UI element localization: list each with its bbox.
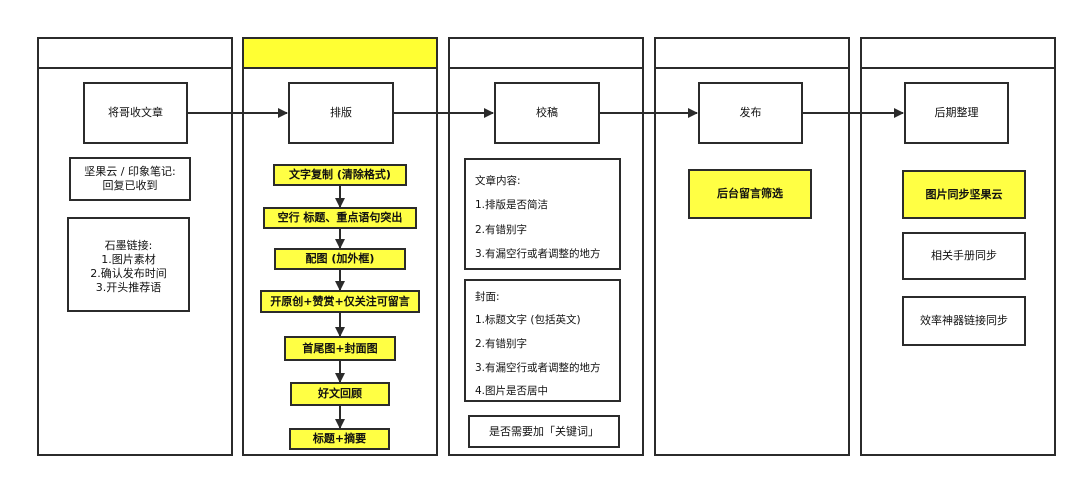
proofread-keyword-label: 是否需要加「关键词」 bbox=[489, 424, 599, 438]
layout-step-6-label: 好文回顾 bbox=[318, 387, 362, 400]
lane-post-header bbox=[862, 39, 1054, 69]
layout-step-5-label: 首尾图+封面图 bbox=[302, 341, 378, 355]
layout-step-2: 空行 标题、重点语句突出 bbox=[263, 207, 417, 229]
publish-main-box: 发布 bbox=[698, 82, 803, 144]
layout-step-4: 开原创+赞赏+仅关注可留言 bbox=[260, 290, 420, 313]
layout-main-label: 排版 bbox=[330, 106, 352, 119]
layout-step-3-label: 配图 (加外框) bbox=[305, 252, 375, 265]
post-item-2-label: 相关手册同步 bbox=[931, 249, 997, 262]
layout-step-4-label: 开原创+赞赏+仅关注可留言 bbox=[270, 294, 410, 308]
proofread-cover-item-4: 4.图片是否居中 bbox=[475, 385, 549, 397]
proofread-keyword-box: 是否需要加「关键词」 bbox=[468, 415, 620, 448]
proofread-cover-title: 封面: bbox=[475, 291, 500, 303]
collect-links-item-1: 1.图片素材 bbox=[101, 253, 156, 266]
publish-filter-label: 后台留言筛选 bbox=[717, 187, 783, 200]
proofread-cover-item-2: 2.有错别字 bbox=[475, 338, 528, 350]
collect-links-box: 石墨链接: 1.图片素材 2.确认发布时间 3.开头推荐语 bbox=[67, 217, 190, 312]
proofread-cover-item-3: 3.有漏空行或者调整的地方 bbox=[475, 362, 601, 374]
collect-links-item-2: 2.确认发布时间 bbox=[90, 267, 167, 280]
post-item-3: 效率神器链接同步 bbox=[902, 296, 1026, 346]
publish-main-label: 发布 bbox=[739, 106, 762, 119]
lane-publish-header bbox=[656, 39, 848, 69]
layout-step-6: 好文回顾 bbox=[290, 382, 390, 406]
proofread-content-item-2: 2.有错别字 bbox=[475, 224, 528, 236]
proofread-content-title: 文章内容: bbox=[475, 175, 521, 187]
proofread-cover-item-1: 1.标题文字 (包括英文) bbox=[475, 314, 581, 326]
lane-proofread-header bbox=[450, 39, 642, 69]
layout-step-2-label: 空行 标题、重点语句突出 bbox=[277, 211, 403, 224]
layout-step-1: 文字复制 (清除格式) bbox=[273, 164, 407, 186]
post-item-3-label: 效率神器链接同步 bbox=[920, 314, 1008, 327]
collect-main-box: 将哥收文章 bbox=[83, 82, 188, 144]
layout-step-7-label: 标题+摘要 bbox=[312, 432, 367, 445]
collect-note-box: 坚果云 / 印象笔记: 回复已收到 bbox=[69, 157, 191, 201]
collect-main-label: 将哥收文章 bbox=[108, 106, 163, 119]
collect-note-line-1: 坚果云 / 印象笔记: bbox=[84, 165, 176, 178]
layout-step-5: 首尾图+封面图 bbox=[284, 336, 396, 361]
proofread-content-box: 文章内容: 1.排版是否简洁 2.有错别字 3.有漏空行或者调整的地方 bbox=[464, 158, 621, 270]
proofread-content-item-1: 1.排版是否简洁 bbox=[475, 199, 549, 211]
publish-filter-box: 后台留言筛选 bbox=[688, 169, 812, 219]
layout-step-7: 标题+摘要 bbox=[289, 428, 390, 450]
post-item-2: 相关手册同步 bbox=[902, 232, 1026, 280]
proofread-cover-box: 封面: 1.标题文字 (包括英文) 2.有错别字 3.有漏空行或者调整的地方 4… bbox=[464, 279, 621, 402]
layout-step-1-label: 文字复制 (清除格式) bbox=[289, 168, 391, 181]
post-main-label: 后期整理 bbox=[934, 106, 979, 119]
layout-main-box: 排版 bbox=[288, 82, 394, 144]
lane-collect-header bbox=[39, 39, 231, 69]
proofread-main-box: 校稿 bbox=[494, 82, 600, 144]
post-item-1-label: 图片同步坚果云 bbox=[925, 187, 1003, 201]
collect-note-line-2: 回复已收到 bbox=[102, 179, 158, 192]
post-item-1: 图片同步坚果云 bbox=[902, 170, 1026, 219]
layout-step-3: 配图 (加外框) bbox=[274, 248, 406, 270]
proofread-main-label: 校稿 bbox=[536, 106, 558, 119]
collect-links-item-3: 3.开头推荐语 bbox=[95, 281, 162, 294]
lane-layout-header bbox=[244, 39, 436, 69]
collect-links-title: 石墨链接: bbox=[104, 239, 153, 252]
post-main-box: 后期整理 bbox=[904, 82, 1009, 144]
proofread-content-item-3: 3.有漏空行或者调整的地方 bbox=[475, 248, 601, 260]
